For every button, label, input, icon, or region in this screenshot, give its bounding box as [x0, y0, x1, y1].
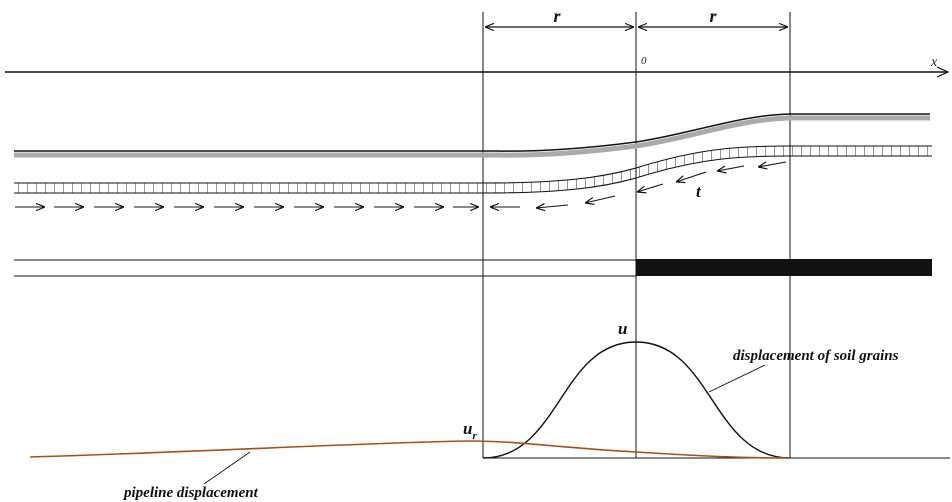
soil-annotation: displacement of soil grains	[733, 348, 899, 364]
arrow-left	[758, 162, 787, 167]
arrow-left	[536, 205, 569, 208]
pipeline-bottom-edge	[14, 155, 932, 194]
pipeline-band	[14, 146, 932, 193]
u-label: u	[618, 319, 627, 338]
pipeline-annotation: pipeline displacement	[122, 485, 259, 501]
ground-surface	[14, 113, 930, 158]
t-label: t	[696, 182, 702, 201]
soil-displacement-curve	[482, 341, 791, 459]
x-axis: 0 x	[5, 55, 950, 78]
arrow-left	[717, 166, 745, 171]
origin-label: 0	[641, 55, 647, 67]
pipeline	[14, 145, 932, 194]
ur-label: ur	[463, 419, 477, 442]
ground-shadow	[14, 115, 930, 158]
vertical-guides	[482, 12, 791, 458]
r-label-left: r	[553, 6, 561, 26]
arrow-left	[637, 183, 664, 192]
pipeline-displacement-curve	[29, 440, 791, 459]
r-dimensions: r r	[485, 6, 788, 27]
ur-main: u	[463, 419, 472, 438]
arrow-left	[585, 195, 616, 203]
pipeline-leader	[203, 451, 251, 485]
arrow-left	[676, 171, 707, 182]
ur-subscript: r	[472, 430, 477, 442]
slip-bar	[14, 259, 932, 277]
shear-arrows	[15, 162, 787, 208]
ground-line	[14, 113, 930, 152]
soil-leader	[708, 364, 766, 393]
x-axis-label: x	[930, 55, 938, 70]
r-label-right: r	[709, 6, 717, 26]
x-axis-arrowhead	[936, 66, 950, 78]
pipeline-top-edge	[14, 145, 932, 184]
bar-filled	[636, 259, 932, 276]
